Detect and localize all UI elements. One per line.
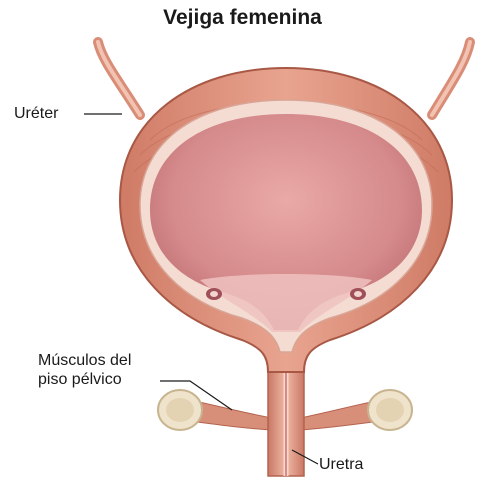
label-pelvic-floor-line2: piso pélvico xyxy=(38,370,131,389)
label-ureter: Uréter xyxy=(14,104,58,123)
label-pelvic-floor-line1: Músculos del xyxy=(38,351,131,370)
label-urethra: Uretra xyxy=(319,455,363,474)
label-pelvic-floor-muscles: Músculos del piso pélvico xyxy=(38,351,131,389)
